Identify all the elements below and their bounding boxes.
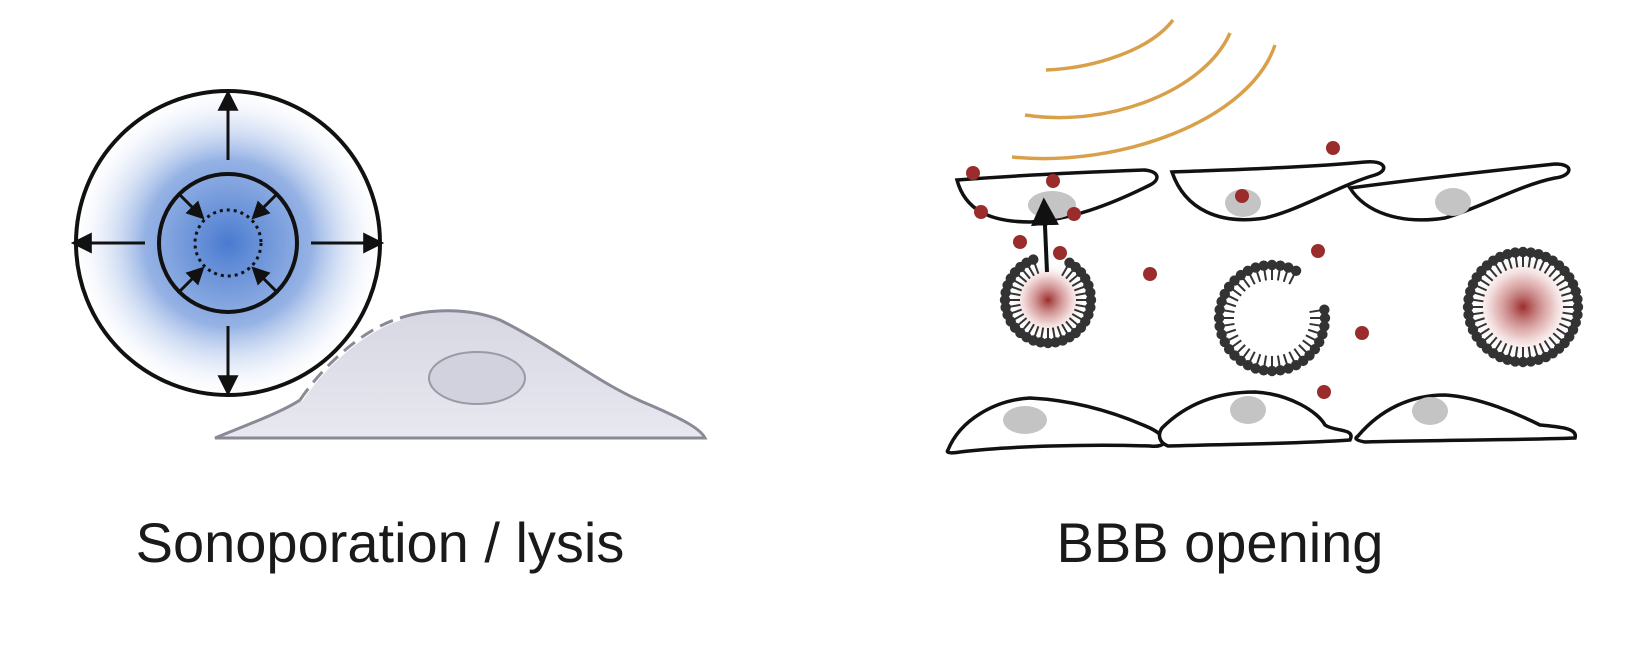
drug-particles — [966, 141, 1369, 399]
transport-arrow — [1030, 197, 1059, 273]
sonoporation-panel — [70, 89, 708, 440]
panel-label-bbb-opening: BBB opening — [1056, 511, 1384, 574]
nuclei-bottom — [1003, 396, 1448, 434]
liposome-left — [999, 254, 1097, 349]
expansion-arrows — [70, 89, 385, 397]
panel-label-sonoporation: Sonoporation / lysis — [135, 511, 625, 574]
collapse-arrows — [176, 191, 280, 295]
ultrasound-waves — [1011, 18, 1277, 161]
cell — [214, 309, 708, 440]
cell-nucleus — [428, 351, 526, 405]
liposome-right — [1462, 246, 1584, 368]
bbb-panel — [945, 18, 1584, 455]
liposome-middle — [1213, 259, 1331, 377]
